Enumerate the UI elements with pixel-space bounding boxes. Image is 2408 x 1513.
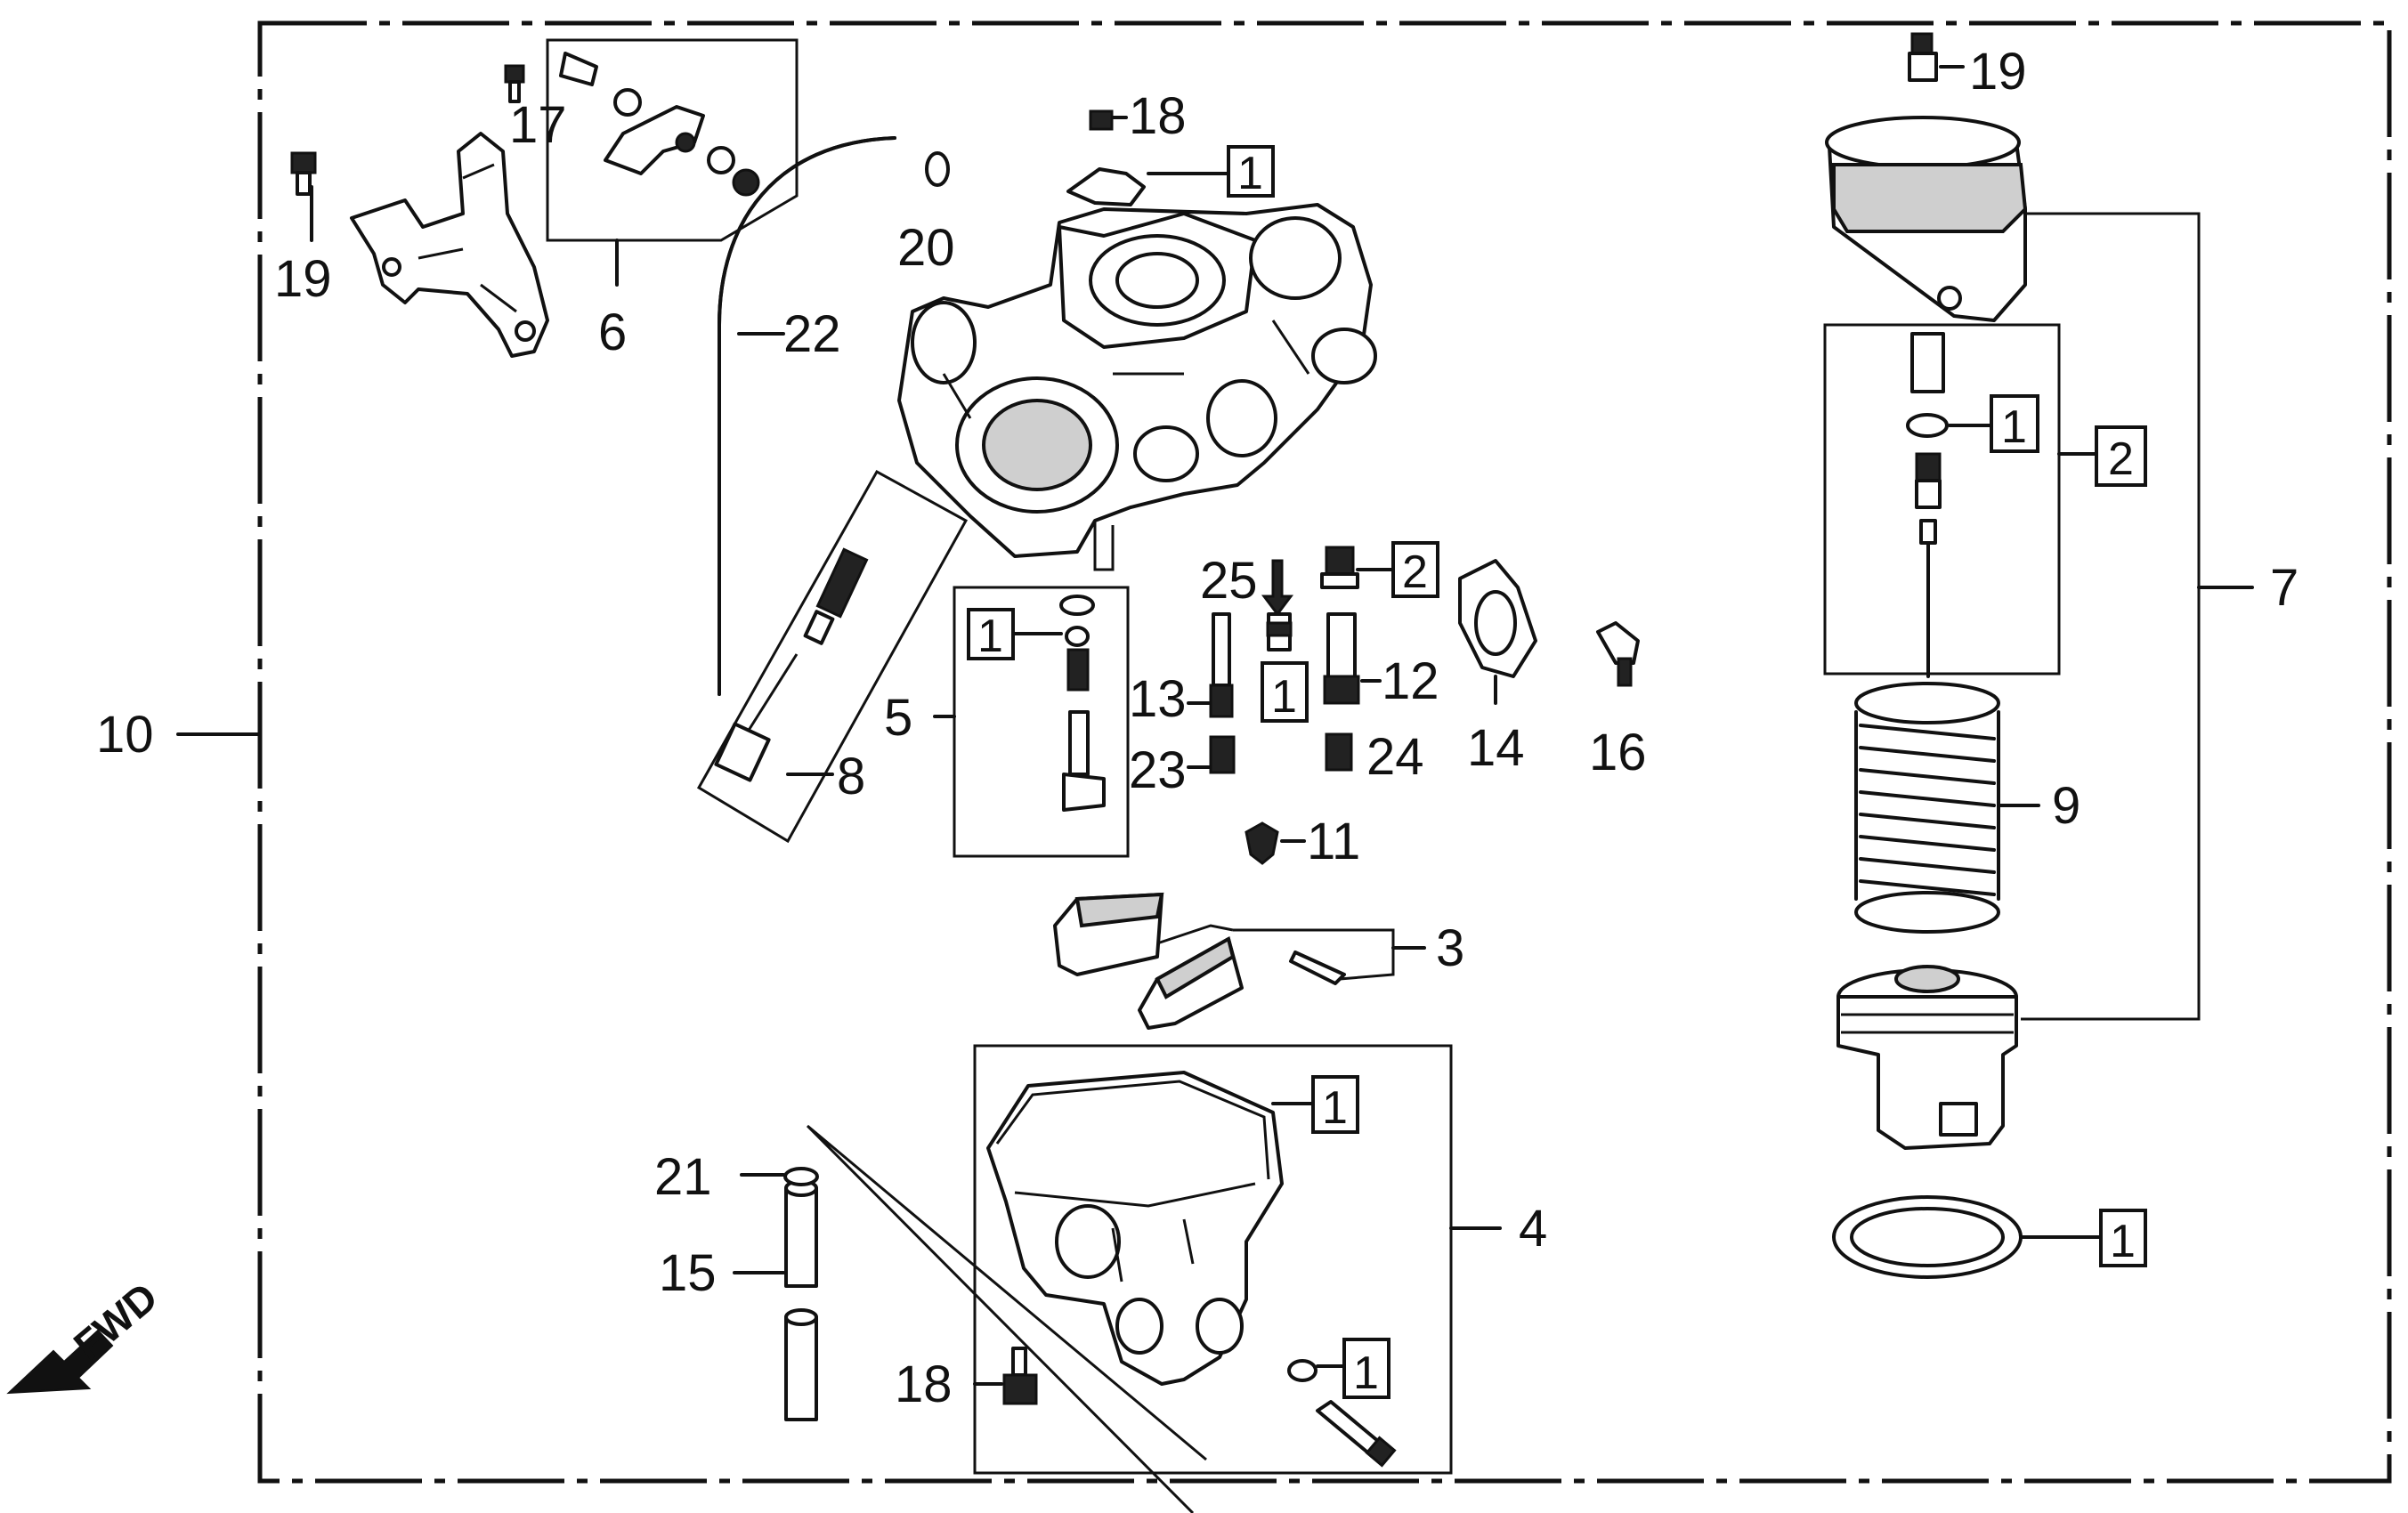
svg-text:20: 20 [897, 219, 955, 277]
forward-arrow-icon: FWD [6, 1274, 166, 1395]
slow-jet-23: 23 [1129, 735, 1236, 799]
svg-text:10: 10 [96, 706, 154, 764]
pilot-screw-set: 8 [696, 469, 969, 844]
clip-20: 20 [897, 151, 955, 277]
screw-17: 17 [504, 64, 567, 154]
choke-bracket [350, 132, 549, 358]
carburetor-body [897, 203, 1377, 571]
svg-text:1: 1 [2110, 1216, 2136, 1267]
svg-text:8: 8 [837, 748, 865, 805]
clip-21: 21 [654, 1148, 819, 1206]
float-chamber-box: 1 4 [973, 1044, 1547, 1475]
svg-text:21: 21 [654, 1148, 712, 1206]
top-screw-19: 19 [1908, 32, 2027, 101]
lever-set-box: 6 [546, 38, 799, 361]
callout-10: 10 [96, 706, 260, 764]
callout-box-1-mid: 1 [1261, 661, 1309, 723]
svg-text:15: 15 [659, 1244, 717, 1302]
svg-text:1: 1 [1237, 148, 1263, 199]
svg-text:12: 12 [1382, 652, 1439, 710]
gasket-top: 1 [1066, 145, 1275, 206]
svg-text:19: 19 [1969, 43, 2027, 101]
jet-24: 24 [1325, 728, 1424, 786]
spring-9: 9 [1854, 682, 2080, 934]
svg-text:18: 18 [895, 1355, 953, 1413]
jet-25: 25 [1200, 552, 1293, 651]
svg-text:9: 9 [2052, 777, 2080, 835]
jet-holder-12: 12 [1323, 612, 1439, 710]
float-valve-11: 11 [1245, 813, 1360, 870]
svg-text:1: 1 [977, 611, 1003, 662]
svg-text:24: 24 [1366, 728, 1424, 786]
svg-text:23: 23 [1129, 741, 1187, 799]
svg-text:1: 1 [1271, 671, 1297, 723]
svg-text:5: 5 [884, 689, 912, 747]
svg-text:6: 6 [598, 303, 627, 361]
top-cover [1825, 116, 2028, 322]
hose-22: 22 [718, 136, 896, 696]
svg-text:11: 11 [1307, 813, 1360, 870]
svg-text:14: 14 [1467, 719, 1525, 777]
callout-19-left: 19 [274, 185, 332, 308]
screw-16: 16 [1589, 621, 1647, 781]
svg-text:2: 2 [2108, 433, 2134, 485]
svg-text:1: 1 [1353, 1347, 1379, 1399]
callout-box-2-right: 2 [2057, 425, 2147, 487]
svg-text:22: 22 [783, 305, 841, 363]
float-3: 3 [1053, 892, 1464, 1030]
svg-text:25: 25 [1200, 552, 1258, 610]
svg-text:1: 1 [2001, 401, 2027, 453]
bolt-19-left [290, 151, 317, 196]
drain-screw-set: 1 [1287, 1338, 1397, 1468]
svg-text:16: 16 [1589, 724, 1647, 781]
svg-text:13: 13 [1129, 670, 1187, 728]
jet-set-box: 5 1 [884, 586, 1130, 858]
svg-text:19: 19 [274, 250, 332, 308]
needle-jet-13: 13 [1129, 612, 1234, 728]
cover-14: 14 [1458, 559, 1537, 777]
svg-text:1: 1 [1322, 1082, 1348, 1134]
svg-text:18: 18 [1129, 87, 1187, 145]
bracket-7: 7 [2021, 212, 2299, 1021]
bolt-18-bottom: 18 [895, 1347, 1038, 1413]
o-ring-bottom: 1 [1832, 1195, 2147, 1279]
svg-text:3: 3 [1436, 919, 1464, 977]
svg-text:17: 17 [509, 96, 567, 154]
svg-text:2: 2 [1402, 546, 1428, 598]
needle-set-box: 1 [1823, 323, 2061, 678]
piston-diaphragm [1836, 965, 2018, 1150]
bolt-18-top: 18 [1089, 87, 1187, 145]
svg-text:4: 4 [1519, 1200, 1547, 1258]
plug-2-mid: 2 [1320, 541, 1439, 598]
assembly-frame [257, 20, 2392, 1484]
svg-text:7: 7 [2270, 559, 2299, 617]
